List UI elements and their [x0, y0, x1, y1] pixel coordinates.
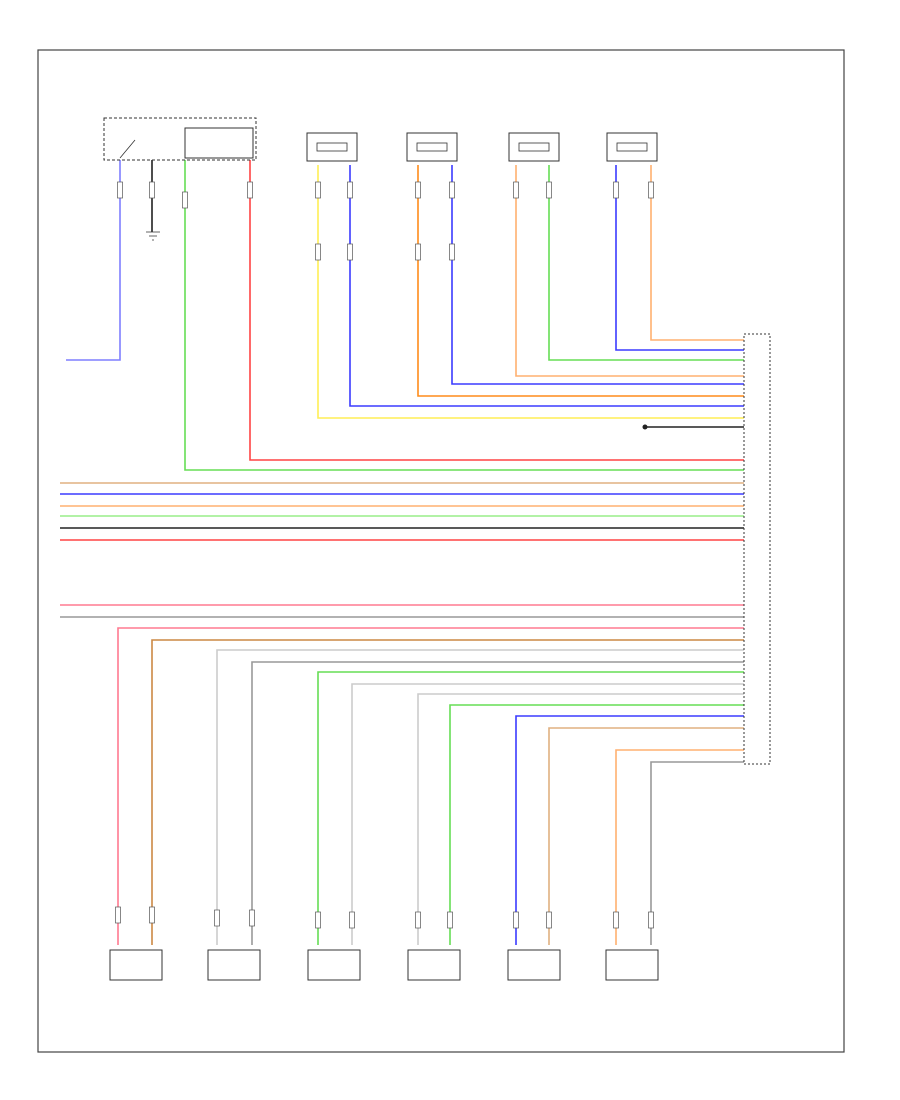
top-component-3 — [508, 132, 560, 162]
buckle-switch-contact — [119, 139, 136, 159]
wire-gray-bc2 — [251, 661, 750, 945]
top-component-2-inner — [416, 142, 448, 152]
top-component-1-box — [306, 132, 358, 162]
ground-splice — [642, 424, 648, 430]
top-component-1 — [306, 132, 358, 162]
bottom-component-6 — [605, 949, 659, 981]
wire-green-sensor — [184, 140, 750, 471]
bottom-component-5 — [507, 949, 561, 981]
wire-brown-bc1 — [151, 639, 750, 945]
inline-connector-17 — [115, 906, 121, 924]
wire-light-orange-tc4 — [650, 165, 750, 341]
bottom-component-2-box — [207, 949, 261, 981]
bottom-component-4 — [407, 949, 461, 981]
bottom-component-3-box — [307, 949, 361, 981]
top-component-4-box — [606, 132, 658, 162]
top-component-2 — [406, 132, 458, 162]
buckle-switch-body — [184, 127, 254, 159]
inline-connector-20 — [249, 909, 255, 927]
inline-connector-1 — [117, 181, 123, 199]
inline-connector-28 — [648, 911, 654, 929]
inline-connector-21 — [315, 911, 321, 929]
wire-blue-tc2 — [451, 165, 750, 385]
wire-green-bc3 — [317, 671, 750, 945]
inline-connector-15 — [613, 181, 619, 199]
inline-connector-26 — [546, 911, 552, 929]
inline-connector-4 — [247, 181, 253, 199]
inline-connector-18 — [149, 906, 155, 924]
wire-light-gray-bc2 — [216, 649, 750, 945]
bottom-component-2 — [207, 949, 261, 981]
inline-connector-2 — [149, 181, 155, 199]
ground-symbol — [146, 231, 160, 241]
wire-green-tc3 — [548, 165, 750, 361]
inline-connector-14 — [546, 181, 552, 199]
wire-light-gray-bc4 — [417, 693, 750, 945]
inline-connector-3 — [182, 191, 188, 209]
inline-connector-11 — [415, 243, 421, 261]
wire-violet-buckle — [66, 150, 121, 361]
inline-connector-27 — [613, 911, 619, 929]
top-component-4-inner — [616, 142, 648, 152]
inline-connector-7 — [315, 243, 321, 261]
wire-orange-tc2 — [417, 165, 750, 397]
top-component-4 — [606, 132, 658, 162]
top-component-2-box — [406, 132, 458, 162]
inline-connector-19 — [214, 909, 220, 927]
wire-light-orange-bc6 — [615, 749, 750, 945]
inline-connector-6 — [347, 181, 353, 199]
diagram-frame — [37, 49, 845, 1053]
control-module-body — [743, 333, 771, 765]
bottom-component-4-box — [407, 949, 461, 981]
control-module — [743, 333, 771, 765]
wire-tan-bc5 — [548, 727, 750, 945]
inline-connector-8 — [347, 243, 353, 261]
connector-layer — [115, 181, 762, 929]
inline-connector-16 — [648, 181, 654, 199]
wire-pink-bc1 — [117, 627, 750, 945]
wire-blue-tc4 — [615, 165, 750, 351]
bottom-component-3 — [307, 949, 361, 981]
top-component-1-inner — [316, 142, 348, 152]
top-component-3-box — [508, 132, 560, 162]
wire-layer — [60, 140, 750, 945]
inline-connector-10 — [449, 181, 455, 199]
inline-connector-22 — [349, 911, 355, 929]
wire-gray-bc6 — [650, 761, 750, 945]
inline-connector-24 — [447, 911, 453, 929]
inline-connector-25 — [513, 911, 519, 929]
wire-green-bc4 — [449, 704, 750, 945]
bottom-component-1-box — [109, 949, 163, 981]
bottom-component-1 — [109, 949, 163, 981]
wire-red-sensor — [249, 140, 750, 461]
wire-blue-tc1 — [349, 165, 750, 407]
wire-blue-bc5 — [515, 715, 750, 945]
wire-light-orange-tc3 — [515, 165, 750, 377]
buckle-switch — [103, 117, 257, 241]
top-component-3-inner — [518, 142, 550, 152]
wire-yellow-tc1 — [317, 165, 750, 419]
inline-connector-13 — [513, 181, 519, 199]
inline-connector-12 — [449, 243, 455, 261]
bottom-component-6-box — [605, 949, 659, 981]
inline-connector-23 — [415, 911, 421, 929]
inline-connector-5 — [315, 181, 321, 199]
bottom-component-5-box — [507, 949, 561, 981]
inline-connector-9 — [415, 181, 421, 199]
ground-splice-dot — [642, 424, 648, 430]
wire-light-gray-bc3 — [351, 683, 750, 945]
